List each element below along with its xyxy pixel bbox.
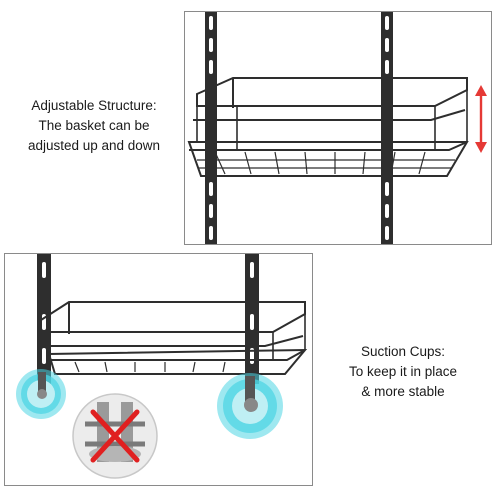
- caption-line: The basket can be: [38, 118, 150, 133]
- rail-left: [205, 12, 217, 244]
- adjustable-basket-illustration: [187, 12, 487, 244]
- wire-basket: [187, 77, 469, 177]
- caption-line: To keep it in place: [348, 364, 458, 379]
- adjustable-structure-caption: Adjustable Structure: The basket can be …: [10, 96, 178, 156]
- wire-basket: [40, 301, 308, 375]
- up-down-arrow-icon: [475, 85, 487, 153]
- caption-line: & more stable: [361, 384, 445, 399]
- suction-cup-icon: [217, 373, 283, 439]
- caption-heading: Suction Cups:: [360, 344, 446, 359]
- suction-cup-illustration: [16, 254, 308, 479]
- adjustable-basket-image: [184, 11, 492, 245]
- caption-line: adjusted up and down: [27, 138, 161, 153]
- suction-cup-icon: [16, 369, 66, 419]
- prohibited-cross-icon: [90, 409, 140, 463]
- caption-heading: Adjustable Structure:: [31, 98, 157, 113]
- rail-right: [245, 254, 259, 384]
- rail-right: [381, 12, 393, 244]
- suction-cups-caption: Suction Cups: To keep it in place & more…: [318, 342, 488, 402]
- suction-cup-image: [4, 253, 313, 486]
- prohibited-hook-inset: [72, 393, 158, 479]
